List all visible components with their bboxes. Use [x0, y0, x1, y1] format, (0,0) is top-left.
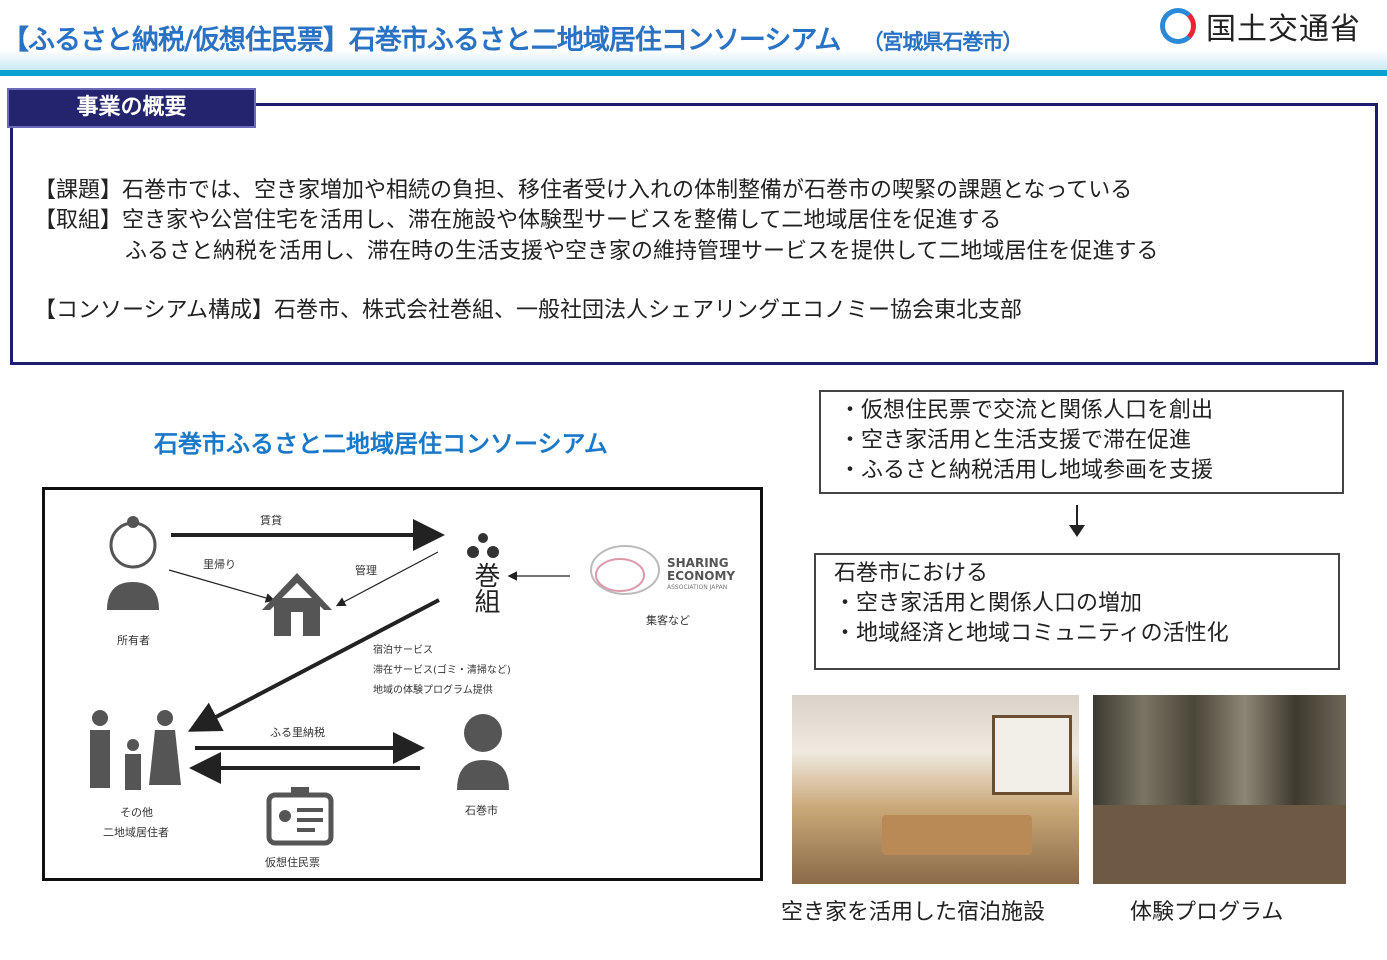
outcome-item: ・空き家活用と関係人口の増加 — [834, 591, 1143, 616]
effect-item: ・空き家活用と生活支援で滞在促進 — [839, 428, 1192, 453]
overview-tag: 事業の概要 — [7, 88, 256, 128]
effect-item: ・ふるさと納税活用し地域参画を支援 — [839, 458, 1214, 483]
ministry-emblem-icon — [1160, 8, 1196, 44]
photo-experience-program — [1093, 695, 1346, 884]
caption-lodging: 空き家を活用した宿泊施設 — [781, 900, 1046, 925]
makigumi-logo-icon — [467, 533, 499, 558]
label-service-2: 滞在サービス(ゴミ・清掃など) — [373, 665, 511, 676]
service-arrow — [187, 598, 440, 732]
owner-icon — [107, 516, 159, 610]
label-city: 石巻市 — [465, 804, 498, 817]
label-manage: 管理 — [355, 564, 377, 577]
page-title: 【ふるさと納税/仮想住民票】石巻市ふるさと二地域居住コンソーシアム （宮城県石巻市… — [2, 18, 1023, 57]
outcome-box: 石巻市における ・空き家活用と関係人口の増加 ・地域経済と地域コミュニティの活性… — [814, 553, 1340, 670]
overview-consortium: 【コンソーシアム構成】石巻市、株式会社巻組、一般社団法人シェアリングエコノミー協… — [34, 298, 1023, 323]
header-line — [0, 70, 1387, 76]
family-icon — [90, 710, 181, 790]
ministry-logo: 国土交通省 — [1160, 4, 1387, 48]
house-icon — [262, 573, 332, 636]
manage-arrow — [335, 551, 439, 607]
overview-action-2: ふるさと納税を活用し、滞在時の生活支援や空き家の維持管理サービスを提供して二地域… — [125, 239, 1159, 264]
caption-experience: 体験プログラム — [1130, 900, 1284, 925]
overview-issue: 【課題】石巻市では、空き家増加や相続の負担、移住者受け入れの体制整備が石巻市の喫… — [34, 178, 1133, 203]
consortium-diagram: 賃貸 里帰り 管理 所有者 巻組 SHARING ECONOMY ASSOCIA… — [42, 487, 763, 881]
label-others-2: 二地域居住者 — [103, 826, 169, 839]
effect-item: ・仮想住民票で交流と関係人口を創出 — [839, 398, 1214, 423]
label-attract: 集客など — [646, 614, 690, 627]
diagram-title: 石巻市ふるさと二地域居住コンソーシアム — [154, 430, 608, 458]
label-rent: 賃貸 — [260, 514, 282, 527]
title-text: 【ふるさと納税/仮想住民票】石巻市ふるさと二地域居住コンソーシアム — [2, 25, 841, 56]
overview-action: 【取組】空き家や公営住宅を活用し、滞在施設や体験型サービスを整備して二地域居住を… — [34, 208, 1002, 233]
label-sharing: SHARING — [667, 556, 729, 570]
diagram-graphics — [90, 516, 660, 846]
virtual-id-card-icon — [266, 787, 334, 846]
sharing-economy-logo-icon — [590, 545, 660, 595]
down-arrow-icon — [1076, 505, 1078, 529]
overview-box — [10, 103, 1378, 365]
outcome-item: ・地域経済と地域コミュニティの活性化 — [834, 621, 1229, 646]
outcome-heading: 石巻市における — [834, 561, 989, 586]
photo-lodging — [792, 695, 1079, 884]
title-location: （宮城県石巻市） — [862, 30, 1023, 54]
label-return-home: 里帰り — [203, 558, 236, 571]
label-association: ASSOCIATION JAPAN — [667, 584, 728, 591]
down-arrow-head-icon — [1069, 525, 1085, 537]
ministry-name: 国土交通省 — [1206, 12, 1361, 47]
label-economy: ECONOMY — [667, 569, 736, 583]
effects-box: ・仮想住民票で交流と関係人口を創出 ・空き家活用と生活支援で滞在促進 ・ふるさと… — [819, 390, 1344, 494]
return-arrow — [168, 569, 276, 603]
label-tax: ふる里納税 — [270, 726, 325, 739]
citizen-icon — [457, 714, 509, 790]
label-owner: 所有者 — [117, 634, 150, 647]
label-service-1: 宿泊サービス — [373, 645, 433, 656]
label-others-1: その他 — [120, 806, 153, 819]
label-service-3: 地域の体験プログラム提供 — [373, 685, 493, 696]
label-virtual-resident: 仮想住民票 — [265, 856, 320, 869]
label-makigumi: 巻組 — [470, 562, 500, 614]
